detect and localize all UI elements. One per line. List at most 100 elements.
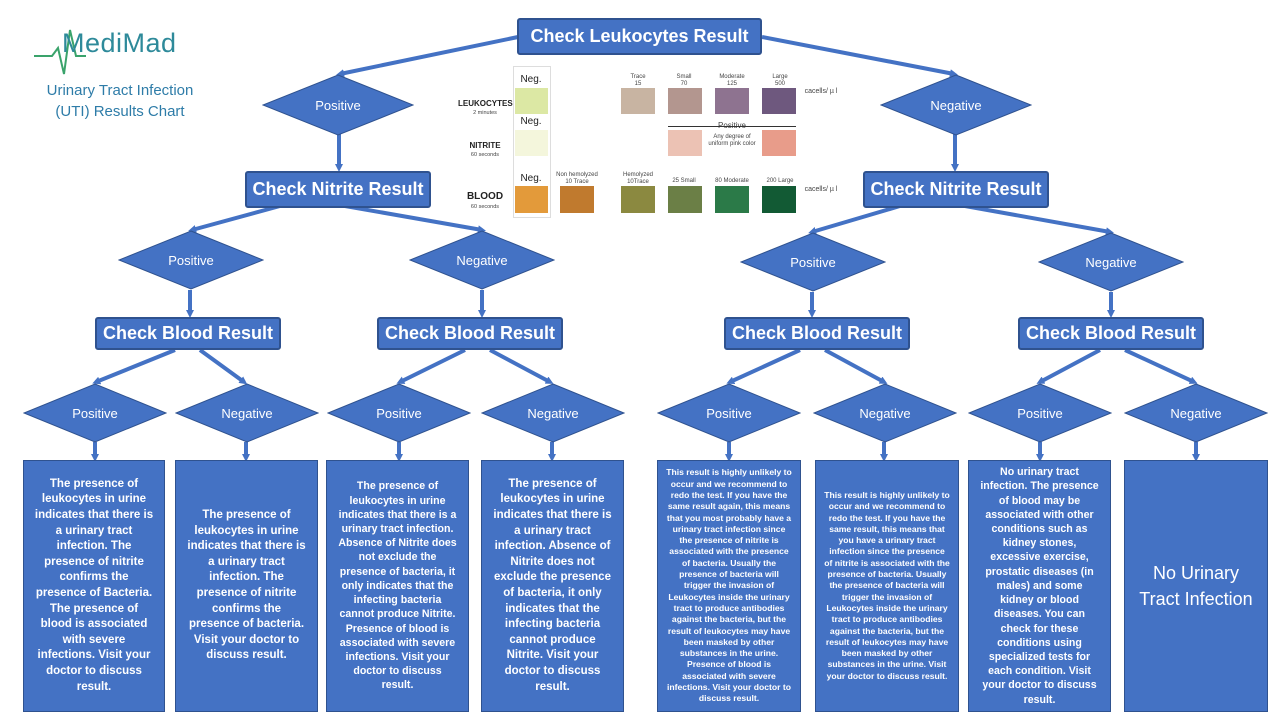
nitrite-positive-range-line: [668, 126, 796, 127]
blood-positive-diamond-1: Positive: [23, 383, 167, 443]
result-text: The presence of leukocytes in urine indi…: [187, 509, 306, 662]
leukocytes-neg-swatch: [515, 88, 548, 114]
blood-positive-diamond-4: Positive: [968, 383, 1112, 443]
arrow-n2-pos: [808, 204, 901, 235]
arrow-leuko-positive: [336, 35, 519, 78]
diamond-label: Positive: [168, 252, 214, 268]
leuko-swatch-small: [668, 88, 702, 114]
blood-swatch-small: [668, 186, 702, 213]
blood-unit: cacells/ µ l: [804, 186, 838, 193]
diamond-label: Negative: [1085, 254, 1137, 270]
check-blood-node-2: Check Blood Result: [377, 317, 563, 350]
arrow-leuko-negative: [761, 35, 958, 78]
blood-neg-label: Neg.: [520, 173, 542, 184]
brand-name: MediMad: [62, 28, 177, 58]
check-nitrite-node-left: Check Nitrite Result: [245, 171, 431, 208]
result-text: The presence of leukocytes in urine indi…: [338, 480, 457, 692]
blood-label: BLOOD: [466, 191, 504, 202]
result-text: The presence of leukocytes in urine indi…: [493, 477, 612, 693]
nitrite-positive-diamond-1: Positive: [118, 230, 264, 290]
result-box-8: No Urinary Tract Infection: [1124, 460, 1268, 712]
negative-column: [513, 66, 551, 218]
blood-time: 60 seconds: [470, 204, 500, 210]
nitrite-label: NITRITE: [469, 141, 501, 150]
check-nitrite-node-right: Check Nitrite Result: [863, 171, 1049, 208]
blood-positive-diamond-2: Positive: [327, 383, 471, 443]
diamond-label: Negative: [221, 405, 273, 421]
result-text: No urinary tract infection. The presence…: [980, 466, 1099, 706]
blood-swatch-hemolyzed: [621, 186, 655, 213]
blood-negative-diamond-4: Negative: [1124, 383, 1268, 443]
result-box-6: This result is highly unlikely to occur …: [815, 460, 959, 712]
medimad-logo-icon: [34, 29, 86, 75]
nitrite-neg-swatch: [515, 130, 548, 156]
diamond-label: Positive: [72, 405, 118, 421]
nitrite-swatch-pink: [668, 130, 702, 156]
nitrite-neg-label: Neg.: [520, 116, 542, 127]
leuko-swatch-trace: [621, 88, 655, 114]
check-blood-node-1: Check Blood Result: [95, 317, 281, 350]
result-text: The presence of leukocytes in urine indi…: [34, 477, 154, 693]
subtitle-line2: (UTI) Results Chart: [55, 103, 185, 120]
blood-swatch-nonhemolyzed: [560, 186, 594, 213]
blood-positive-diamond-3: Positive: [657, 383, 801, 443]
diamond-label: Positive: [1017, 405, 1063, 421]
result-box-1: The presence of leukocytes in urine indi…: [23, 460, 165, 712]
leukocytes-label: LEUKOCYTES: [458, 99, 513, 108]
result-box-4: The presence of leukocytes in urine indi…: [481, 460, 624, 712]
diamond-label: Negative: [527, 405, 579, 421]
blood-level-5: 200 Large: [766, 178, 794, 184]
arrow-n1-pos: [188, 204, 281, 233]
diamond-label: Positive: [706, 405, 752, 421]
blood-neg-swatch: [515, 186, 548, 213]
blood-negative-diamond-1: Negative: [175, 383, 319, 443]
leuko-unit: cacells/ µ l: [804, 88, 838, 95]
nitrite-time: 60 seconds: [470, 152, 500, 158]
blood-swatch-moderate: [715, 186, 749, 213]
result-text: This result is highly unlikely to occur …: [824, 489, 950, 681]
result-text: No Urinary Tract Infection: [1139, 563, 1253, 609]
result-box-7: No urinary tract infection. The presence…: [968, 460, 1111, 712]
blood-swatch-large: [762, 186, 796, 213]
check-blood-node-4: Check Blood Result: [1018, 317, 1204, 350]
arrow-n2-neg: [964, 204, 1114, 236]
check-leukocytes-node: Check Leukocytes Result: [517, 18, 762, 55]
arrow-n1-neg: [344, 204, 486, 234]
result-box-3: The presence of leukocytes in urine indi…: [326, 460, 469, 712]
diamond-label: Positive: [376, 405, 422, 421]
leukocytes-time: 2 minutes: [473, 110, 497, 116]
nitrite-positive-diamond-2: Positive: [740, 232, 886, 292]
result-text: This result is highly unlikely to occur …: [666, 467, 792, 704]
leukocytes-positive-label: Positive: [315, 97, 361, 113]
nitrite-positive-label: Positive: [700, 122, 764, 130]
blood-level-3: 25 Small: [672, 178, 696, 184]
leukocytes-positive-diamond: Positive: [262, 74, 414, 136]
leukocytes-negative-diamond: Negative: [880, 74, 1032, 136]
diamond-label: Positive: [790, 254, 836, 270]
leuko-swatch-large: [762, 88, 796, 114]
nitrite-swatch-dark: [762, 130, 796, 156]
nitrite-negative-diamond-1: Negative: [409, 230, 555, 290]
leuko-swatch-moderate: [715, 88, 749, 114]
blood-negative-diamond-2: Negative: [481, 383, 625, 443]
leukocytes-negative-label: Negative: [930, 97, 982, 113]
chart-subtitle: Urinary Tract Infection (UTI) Results Ch…: [30, 80, 210, 122]
nitrite-negative-diamond-2: Negative: [1038, 232, 1184, 292]
subtitle-line1: Urinary Tract Infection: [46, 82, 194, 99]
diamond-label: Negative: [859, 405, 911, 421]
blood-negative-diamond-3: Negative: [813, 383, 957, 443]
diamond-label: Negative: [456, 252, 508, 268]
leukocytes-neg-label: Neg.: [520, 74, 542, 85]
check-blood-node-3: Check Blood Result: [724, 317, 910, 350]
result-box-2: The presence of leukocytes in urine indi…: [175, 460, 318, 712]
diamond-label: Negative: [1170, 405, 1222, 421]
nitrite-note: Any degree of uniform pink color: [708, 134, 756, 147]
blood-level-4: 80 Moderate: [715, 178, 749, 184]
